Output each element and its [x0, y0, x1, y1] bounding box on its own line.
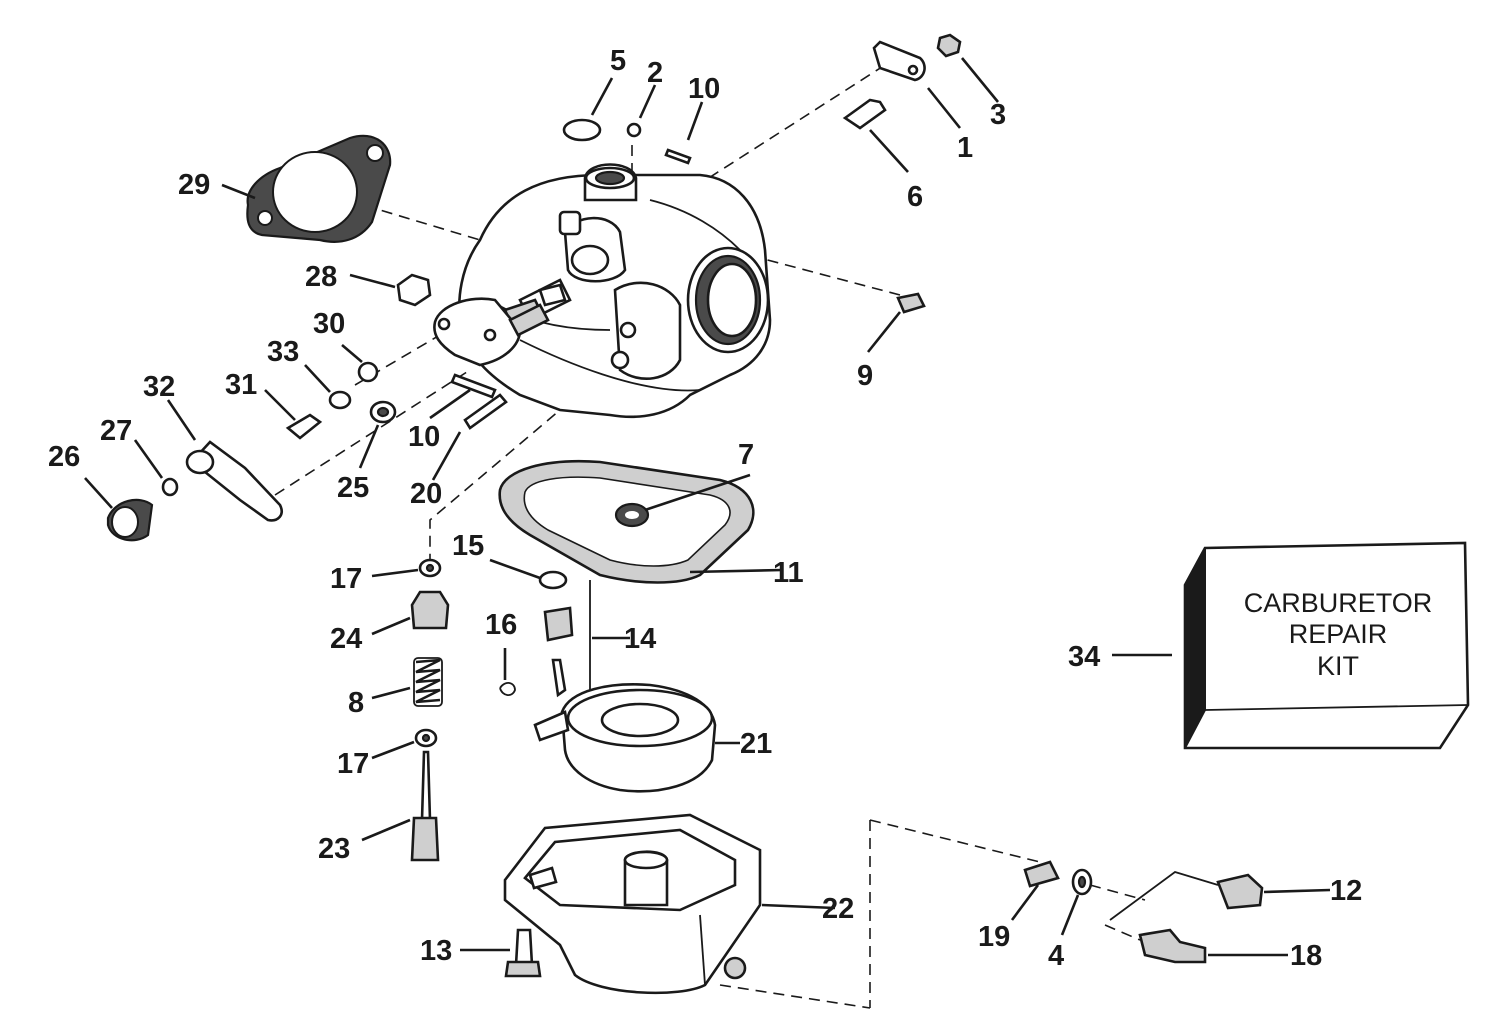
- callout-3: 3: [990, 99, 1006, 131]
- spring-8: [415, 658, 441, 704]
- callout-33: 33: [267, 336, 299, 368]
- callout-28: 28: [305, 261, 337, 293]
- plug-19: [1023, 860, 1060, 888]
- callout-13: 13: [420, 935, 452, 967]
- bolt-12: [1216, 873, 1264, 910]
- washer-30: [357, 361, 379, 383]
- fitting-18: [1138, 928, 1207, 964]
- nut-24: [410, 590, 450, 630]
- callout-34: 34: [1068, 641, 1100, 673]
- seat-14: [543, 606, 574, 642]
- callout-20: 20: [410, 478, 442, 510]
- callout-31: 31: [225, 369, 257, 401]
- ring-27: [161, 477, 179, 497]
- callout-12: 12: [1330, 875, 1362, 907]
- plug-9: [896, 292, 926, 314]
- screw-3: [936, 33, 962, 58]
- screw-20: [463, 393, 508, 430]
- float-bowl-22: [503, 813, 762, 995]
- callout-24: 24: [330, 623, 362, 655]
- callout-23: 23: [318, 833, 350, 865]
- kit-text-line1: CARBURETOR: [1244, 588, 1433, 618]
- ball-2: [626, 122, 642, 138]
- callout-25: 25: [337, 472, 369, 504]
- pin-10-lower: [450, 373, 497, 399]
- cap-5: [562, 118, 602, 142]
- clip-16: [499, 682, 516, 696]
- callout-4: 4: [1048, 940, 1064, 972]
- callout-9: 9: [857, 360, 873, 392]
- gasket-29: [246, 134, 392, 243]
- bracket-1: [872, 40, 926, 82]
- callout-15: 15: [452, 530, 484, 562]
- callout-21: 21: [740, 728, 772, 760]
- callout-labels: 5 2 10 3 1 6 29 28 9 30 33 31 32 27 26 1…: [48, 45, 1362, 972]
- callout-6: 6: [907, 181, 923, 213]
- callout-19: 19: [978, 921, 1010, 953]
- needle-23: [420, 750, 432, 822]
- carburetor-body: [458, 163, 772, 419]
- float-parts: [499, 570, 717, 793]
- callout-30: 30: [313, 308, 345, 340]
- idle-needle-stack: [410, 558, 450, 862]
- callout-16: 16: [485, 609, 517, 641]
- small-parts-top: [396, 33, 962, 314]
- screw-31: [285, 413, 323, 440]
- callout-5: 5: [610, 45, 626, 77]
- nut-28: [396, 273, 432, 307]
- callout-8: 8: [348, 687, 364, 719]
- gasket-11: [498, 459, 755, 584]
- callout-27: 27: [100, 415, 132, 447]
- callout-26: 26: [48, 441, 80, 473]
- repair-kit-box: CARBURETOR REPAIR KIT: [1183, 541, 1470, 750]
- callout-32: 32: [143, 371, 175, 403]
- callout-1: 1: [957, 132, 973, 164]
- callout-17-upper: 17: [330, 563, 362, 595]
- washer-33: [328, 390, 352, 410]
- kit-text-line2: REPAIR: [1289, 619, 1388, 649]
- leader-lines: [84, 57, 1331, 957]
- callout-10-lower: 10: [408, 421, 440, 453]
- bottom-right-parts: [1023, 860, 1264, 964]
- screw-6: [842, 98, 887, 130]
- linkage-parts: [106, 361, 508, 542]
- callout-18: 18: [1290, 940, 1322, 972]
- callout-29: 29: [178, 169, 210, 201]
- lever-32: [196, 440, 283, 522]
- callout-7: 7: [738, 439, 754, 471]
- callout-14: 14: [624, 623, 656, 655]
- screw-13: [504, 928, 542, 978]
- throttle-plate: [433, 283, 567, 367]
- callout-11: 11: [773, 557, 804, 589]
- callout-17-lower: 17: [337, 748, 369, 780]
- callout-22: 22: [822, 893, 854, 925]
- washer-15: [538, 570, 568, 590]
- assembly-dashed-lines: [274, 64, 1146, 1009]
- kit-text-line3: KIT: [1317, 651, 1359, 681]
- pin-10-top: [664, 148, 692, 165]
- callout-2: 2: [647, 57, 663, 89]
- callout-10-top: 10: [688, 73, 720, 105]
